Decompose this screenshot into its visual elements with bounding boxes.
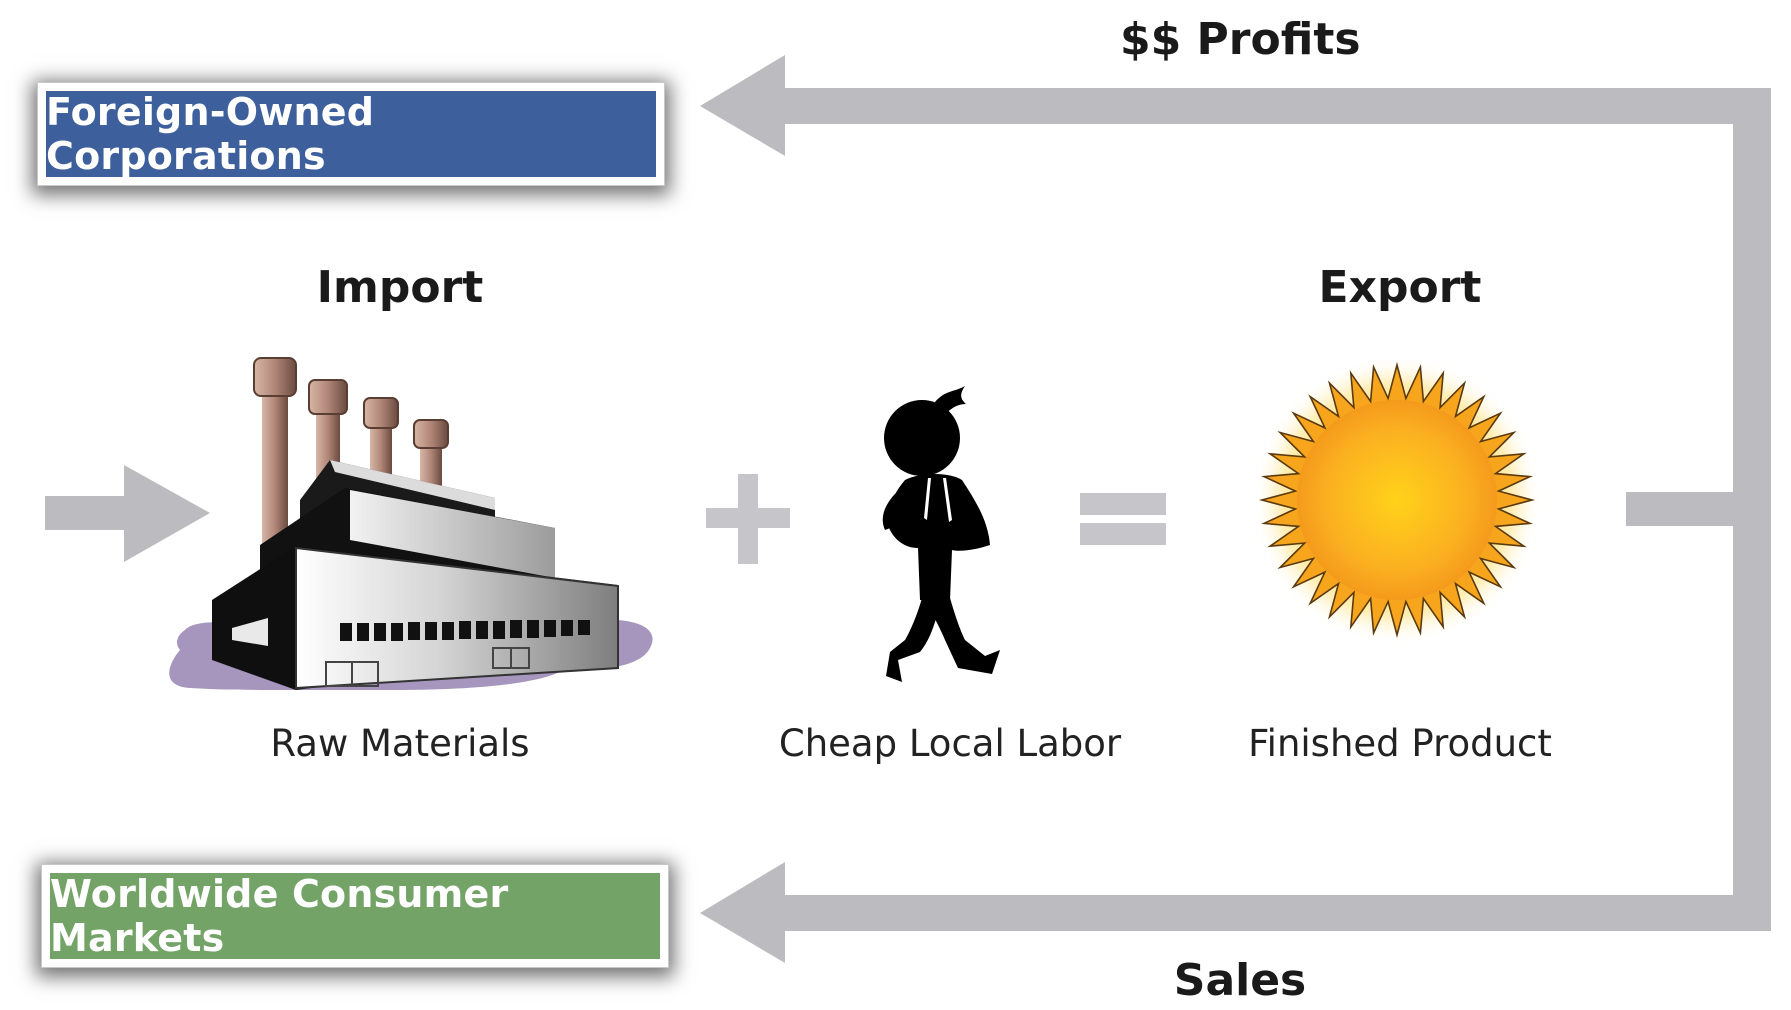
flow-arrows bbox=[45, 55, 1771, 963]
profits-arrow-head bbox=[700, 55, 785, 156]
worldwide-consumer-markets-box: Worldwide Consumer Markets bbox=[41, 864, 669, 968]
foreign-owned-corporations-label: Foreign-Owned Corporations bbox=[46, 90, 375, 178]
finished-product-caption: Finished Product bbox=[1248, 722, 1552, 765]
worldwide-consumer-markets-label: Worldwide Consumer Markets bbox=[50, 872, 509, 960]
export-connector bbox=[1626, 492, 1771, 526]
import-arrow-shaft bbox=[45, 496, 130, 530]
plus-operator bbox=[706, 474, 790, 564]
raw-materials-caption: Raw Materials bbox=[270, 722, 530, 765]
person-tie-detail bbox=[924, 478, 952, 548]
factory-icon bbox=[169, 357, 653, 690]
foreign-owned-corporations-box: Foreign-Owned Corporations bbox=[37, 82, 665, 186]
sun-icon bbox=[1252, 355, 1542, 645]
sales-arrow-head bbox=[700, 862, 785, 963]
sales-arrow-shaft bbox=[780, 895, 1771, 931]
export-heading: Export bbox=[1318, 262, 1482, 313]
profits-arrow-shaft bbox=[780, 88, 1771, 124]
profits-label: $$ Profits bbox=[1120, 14, 1361, 65]
sales-label: Sales bbox=[1173, 955, 1307, 1006]
equals-operator bbox=[1080, 493, 1166, 545]
cheap-local-labor-caption: Cheap Local Labor bbox=[778, 722, 1122, 765]
import-arrow-head bbox=[124, 465, 210, 562]
import-heading: Import bbox=[316, 262, 484, 313]
